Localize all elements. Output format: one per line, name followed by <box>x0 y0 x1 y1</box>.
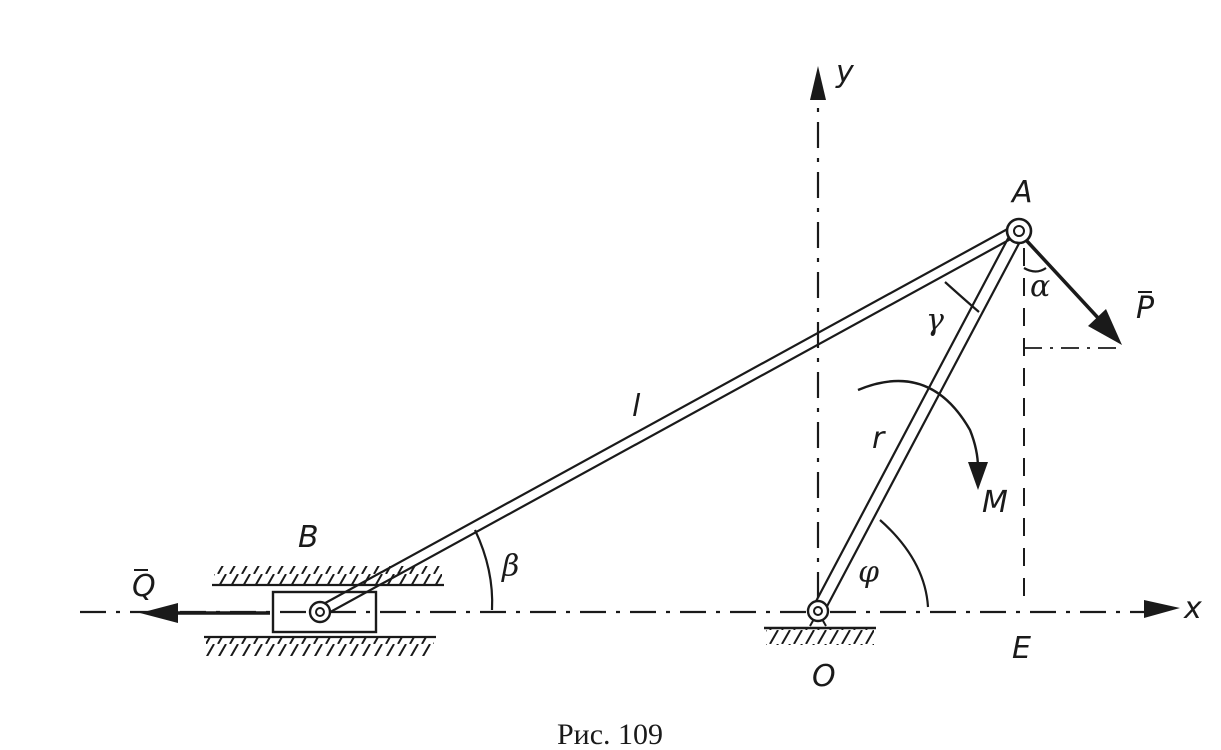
label-point-o: O <box>812 659 836 694</box>
angle-arc-beta <box>474 529 494 611</box>
slider-guide-bottom <box>204 635 436 656</box>
angle-arc-alpha <box>1023 267 1047 273</box>
angle-arc-gamma <box>944 281 980 313</box>
label-angle-alpha: α <box>1030 269 1050 304</box>
force-p-arrow <box>1024 238 1122 345</box>
crank-rod <box>812 228 1025 613</box>
x-axis <box>80 600 1180 618</box>
label-point-b: B <box>298 520 319 555</box>
joint-o <box>806 599 830 623</box>
label-point-e: E <box>1012 631 1031 666</box>
force-q-arrow <box>140 603 270 623</box>
fixed-support-o <box>764 609 876 645</box>
label-moment-m: M <box>982 485 1008 520</box>
label-force-p: P <box>1136 291 1155 326</box>
y-axis <box>810 66 826 598</box>
label-force-q: Q <box>132 569 156 604</box>
label-length-l: l <box>632 389 641 424</box>
joint-b <box>308 600 332 624</box>
angle-arc-phi <box>879 519 930 608</box>
joint-a <box>1005 217 1033 245</box>
label-angle-phi: φ <box>858 555 879 590</box>
connecting-rod <box>317 225 1019 617</box>
figure-caption: Рис. 109 <box>557 718 663 750</box>
moment-m-arrow <box>857 379 988 490</box>
label-x-axis: x <box>1183 591 1202 626</box>
label-angle-gamma: γ <box>926 303 944 338</box>
label-point-a: A <box>1010 175 1033 210</box>
slider-block <box>271 590 378 634</box>
label-radius-r: r <box>872 421 886 456</box>
label-angle-beta: β <box>501 549 519 584</box>
label-y-axis: y <box>835 55 855 90</box>
